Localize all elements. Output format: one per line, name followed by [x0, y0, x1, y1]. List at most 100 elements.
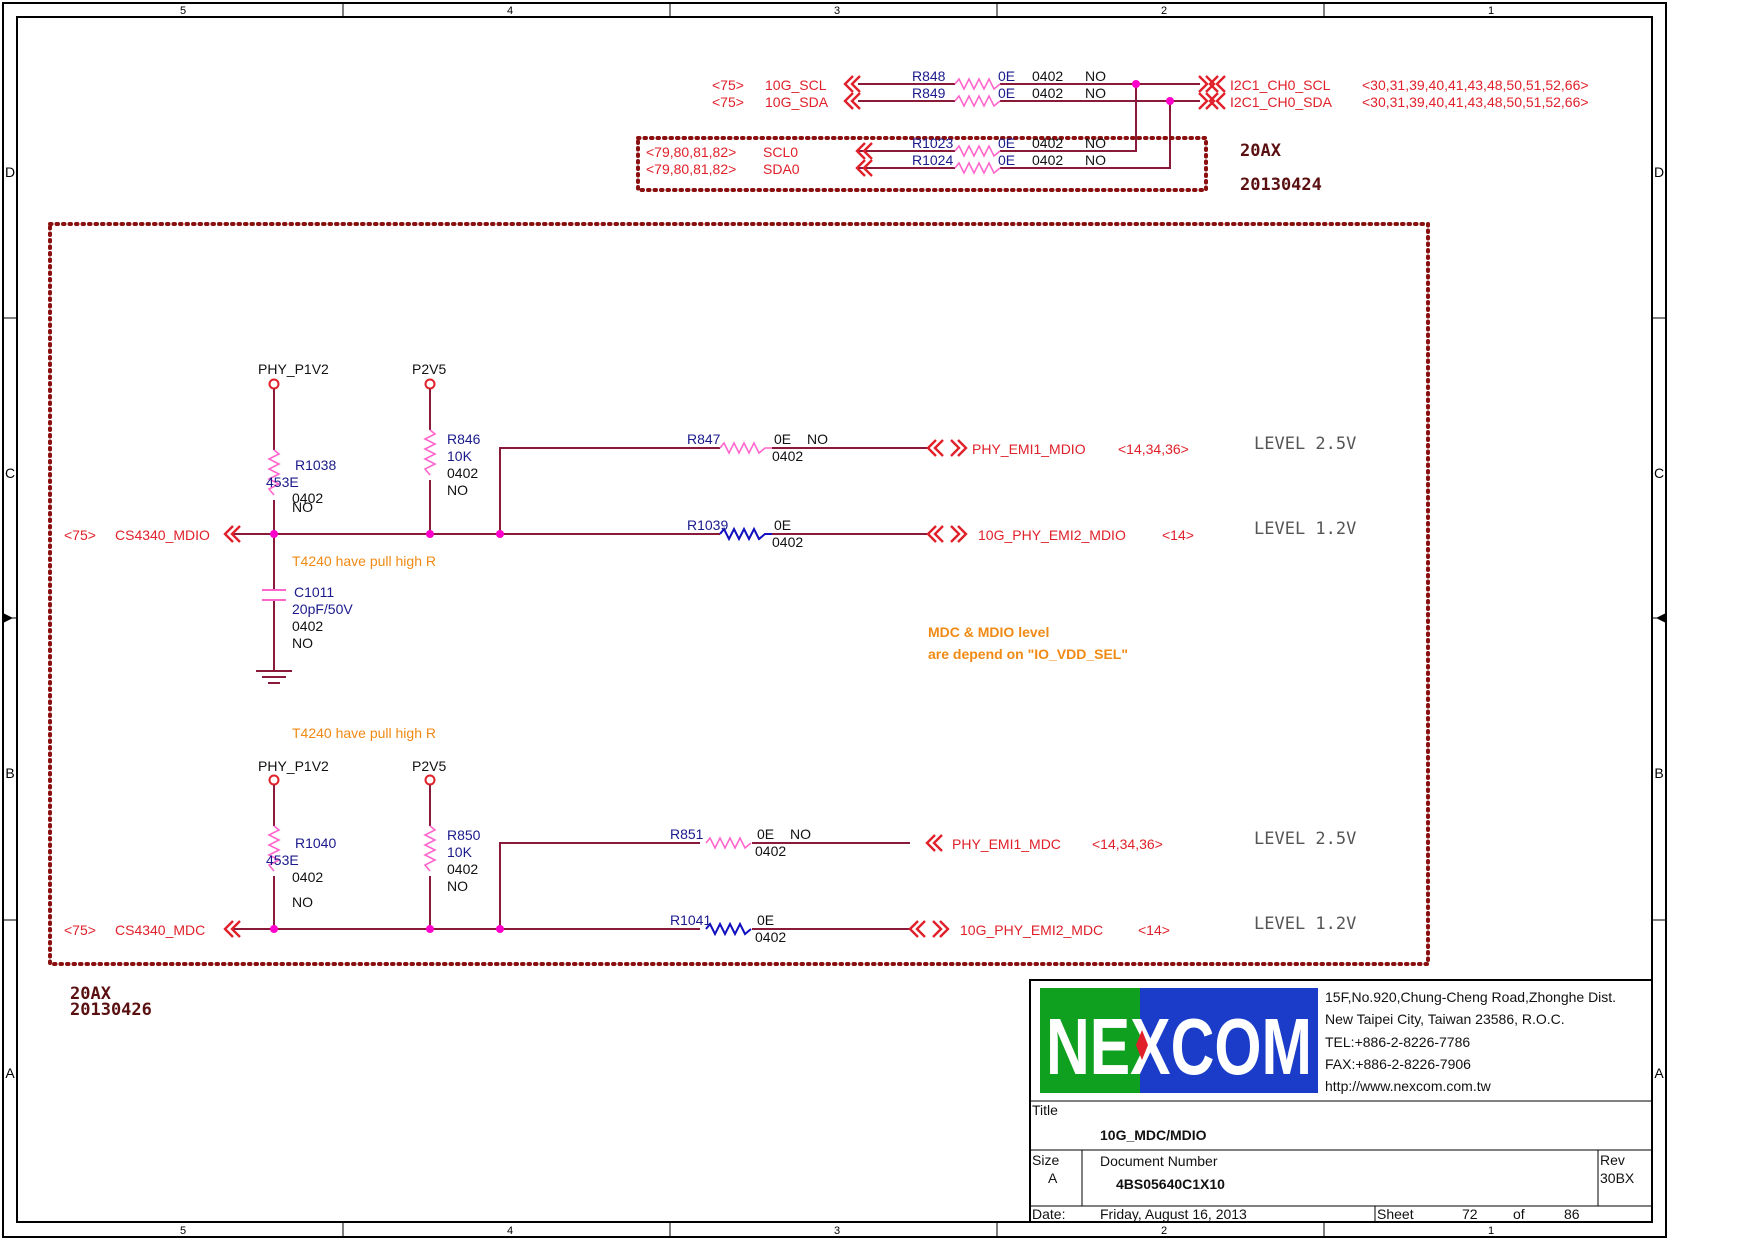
level-label-mdc-2v5: LEVEL 2.5V [1254, 829, 1356, 849]
title-label: Title [1032, 1102, 1058, 1118]
power-label-p2v5-mdc: P2V5 [412, 758, 446, 774]
level-label-mdc-1v2: LEVEL 1.2V [1254, 914, 1356, 934]
sheet-title: 10G_MDC/MDIO [1100, 1127, 1207, 1143]
offpage-connector-10g-phy-emi2-mdio [926, 524, 968, 544]
power-pin-phy-p1v2-mdc [268, 774, 280, 786]
r1024-pop: NO [1085, 152, 1106, 168]
level-label-mdio-1v2: LEVEL 1.2V [1254, 519, 1356, 539]
r850-ref: R850 [447, 827, 481, 843]
row-label-right-d: D [1654, 164, 1664, 180]
mdio-pullup-note: T4240 have pull high R [292, 553, 436, 569]
r1040-pop: NO [292, 894, 313, 910]
row-label-right-a: A [1654, 1065, 1664, 1081]
i2c-section: <75> 10G_SCL <75> 10G_SDA R848 0E 0402 N… [636, 68, 1589, 195]
net-refs-10g-phy-emi2-mdc: <14> [1138, 922, 1170, 938]
col-label-bottom-3: 3 [834, 1225, 840, 1237]
level-label-mdio-2v5: LEVEL 2.5V [1254, 434, 1356, 454]
junction-sda [1166, 97, 1174, 105]
junction-mdc-3 [496, 925, 504, 933]
r1039-ref: R1039 [687, 517, 728, 533]
r848-ref: R848 [912, 68, 946, 84]
r848-pop: NO [1085, 68, 1106, 84]
r849-value: 0E [998, 85, 1015, 101]
r850-resistor [423, 825, 437, 872]
size-value: A [1048, 1170, 1058, 1186]
power-label-phy-p1v2-mdio: PHY_P1V2 [258, 361, 329, 377]
c1011-value: 20pF/50V [292, 601, 353, 617]
r1024-value: 0E [998, 152, 1015, 168]
junction-mdc-1 [270, 925, 278, 933]
net-refs-phy-emi1-mdio: <14,34,36> [1118, 441, 1189, 457]
i2c-rev-note-line2: 20130424 [1240, 175, 1322, 195]
r1024-ref: R1024 [912, 152, 953, 168]
r851-pkg: 0402 [755, 843, 786, 859]
net-label-10g-phy-emi2-mdc: 10G_PHY_EMI2_MDC [960, 922, 1103, 938]
net-refs-i2c1-ch0-scl: <30,31,39,40,41,43,48,50,51,52,66> [1362, 77, 1589, 93]
r1023-value: 0E [998, 135, 1015, 151]
col-label-top-3: 3 [834, 5, 840, 17]
r846-resistor [423, 429, 437, 476]
offpage-connector-10g-scl [843, 74, 862, 94]
company-address-line2: New Taipei City, Taiwan 23586, R.O.C. [1325, 1011, 1565, 1027]
net-ref-10g-scl: <75> [712, 77, 744, 93]
r1023-pop: NO [1085, 135, 1106, 151]
power-label-p2v5-mdio: P2V5 [412, 361, 446, 377]
title-block: NEXCOM 15F,No.920,Chung-Cheng Road,Zhong… [1029, 979, 1653, 1223]
logo-text: NEXCOM [1046, 1002, 1312, 1091]
power-pin-p2v5-mdio [424, 378, 436, 390]
c1011-capacitor [262, 589, 286, 601]
junction-mdio-1 [270, 530, 278, 538]
net-label-i2c1-ch0-sda: I2C1_CH0_SDA [1230, 94, 1333, 110]
document-number-label: Document Number [1100, 1153, 1218, 1169]
r849-resistor [954, 94, 1001, 108]
net-ref-cs4340-mdio: <75> [64, 527, 96, 543]
r849-pkg: 0402 [1032, 85, 1063, 101]
r1041-ref: R1041 [670, 912, 711, 928]
r1040-resistor [267, 825, 281, 872]
r851-ref: R851 [670, 826, 704, 842]
r1039-value: 0E [774, 517, 791, 533]
net-refs-i2c1-ch0-sda: <30,31,39,40,41,43,48,50,51,52,66> [1362, 94, 1589, 110]
r850-pop: NO [447, 878, 468, 894]
col-label-bottom-2: 2 [1161, 1225, 1167, 1237]
power-label-phy-p1v2-mdc: PHY_P1V2 [258, 758, 329, 774]
company-tel: TEL:+886-2-8226-7786 [1325, 1034, 1470, 1050]
net-label-i2c1-ch0-scl: I2C1_CH0_SCL [1230, 77, 1331, 93]
net-label-scl0: SCL0 [763, 144, 798, 160]
offpage-connector-10g-phy-emi2-mdc [908, 919, 950, 939]
c1011-pkg: 0402 [292, 618, 323, 634]
r849-ref: R849 [912, 85, 946, 101]
r846-value: 10K [447, 448, 473, 464]
row-label-left-d: D [5, 164, 15, 180]
sheet-number: 72 [1462, 1206, 1478, 1222]
r1024-pkg: 0402 [1032, 152, 1063, 168]
nexcom-logo: NEXCOM [1040, 988, 1318, 1093]
row-label-left-c: C [5, 465, 15, 481]
offpage-connector-i2c1-scl [1197, 74, 1227, 94]
r1023-ref: R1023 [912, 135, 953, 151]
column-labels: 5 4 3 2 1 5 4 3 2 1 [180, 5, 1494, 1237]
i2c-rev-note-line1: 20AX [1240, 141, 1282, 161]
r846-ref: R846 [447, 431, 481, 447]
net-label-phy-emi1-mdio: PHY_EMI1_MDIO [972, 441, 1086, 457]
r851-pop: NO [790, 826, 811, 842]
r1041-resistor [705, 921, 752, 937]
r1024-resistor [954, 161, 1001, 175]
mdc-rev-note-line1: 20AX [70, 984, 112, 1004]
sheet-frame [2, 2, 1667, 1238]
r847-ref: R847 [687, 431, 721, 447]
io-level-note-line1: MDC & MDIO level [928, 624, 1049, 640]
r1038-ref: R1038 [295, 457, 336, 473]
r847-resistor [719, 441, 772, 455]
c1011-pop: NO [292, 635, 313, 651]
sheet-label: Sheet [1377, 1206, 1414, 1222]
r1038-value: 453E [266, 474, 299, 490]
r850-pkg: 0402 [447, 861, 478, 877]
date-value: Friday, August 16, 2013 [1100, 1206, 1247, 1222]
r849-pop: NO [1085, 85, 1106, 101]
mdc-mdio-dotted-box [48, 222, 1430, 966]
r846-pkg: 0402 [447, 465, 478, 481]
offpage-connector-10g-sda [843, 91, 862, 111]
r1038-pop: NO [292, 499, 313, 515]
